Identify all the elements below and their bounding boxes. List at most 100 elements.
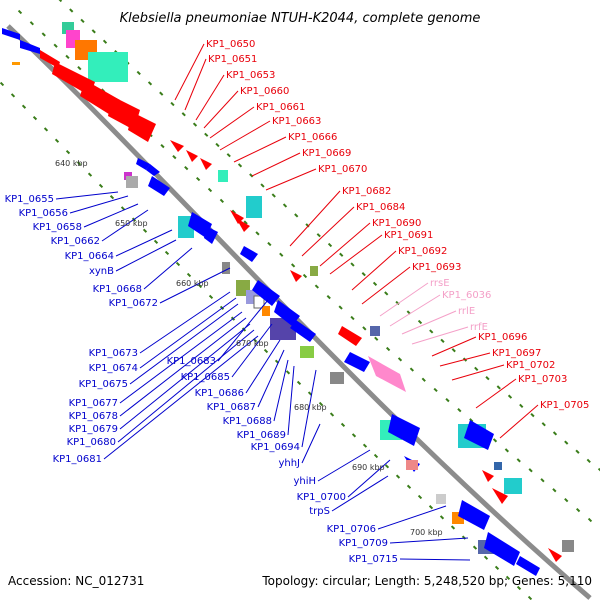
gene-label[interactable]: KP1_0664 bbox=[65, 251, 114, 262]
tick-mark bbox=[302, 273, 308, 279]
tick-mark bbox=[102, 39, 108, 44]
gene-label[interactable]: KP1_0697 bbox=[492, 348, 541, 359]
tick-mark bbox=[597, 467, 600, 473]
gene-label[interactable]: KP1_0660 bbox=[240, 86, 289, 97]
leader-line bbox=[117, 329, 255, 443]
gene-label[interactable]: KP1_0656 bbox=[19, 208, 68, 219]
gene-label[interactable]: KP1_0677 bbox=[69, 398, 118, 409]
gene-label[interactable]: KP1_0685 bbox=[181, 372, 230, 383]
tick-mark bbox=[564, 498, 569, 503]
gene-label[interactable]: KP1_0684 bbox=[356, 202, 405, 213]
gene-label[interactable]: KP1_0703 bbox=[518, 374, 567, 385]
gene-arrow bbox=[204, 226, 218, 244]
gene-arrow bbox=[290, 320, 316, 342]
gene-label[interactable]: KP1_0687 bbox=[207, 402, 256, 413]
gene-label[interactable]: trpS bbox=[309, 506, 330, 517]
gene-label[interactable]: KP1_6036 bbox=[442, 290, 491, 301]
gene-arrow bbox=[240, 246, 258, 262]
tick-mark bbox=[69, 8, 74, 13]
gene-label[interactable]: KP1_0679 bbox=[69, 424, 118, 435]
gene-arrow bbox=[458, 500, 490, 530]
gene-label[interactable]: KP1_0702 bbox=[506, 360, 555, 371]
kbp-tick-label: 700 kbp bbox=[410, 528, 443, 537]
tick-mark bbox=[160, 143, 165, 149]
tick-mark bbox=[184, 165, 189, 171]
leader-line bbox=[217, 299, 269, 362]
gene-label[interactable]: KP1_0690 bbox=[372, 218, 421, 229]
gene-label[interactable]: KP1_0651 bbox=[208, 54, 257, 65]
leader-line bbox=[83, 203, 139, 228]
gene-label[interactable]: rrlE bbox=[458, 306, 475, 317]
gene-label[interactable]: KP1_0658 bbox=[33, 222, 82, 233]
gene-label[interactable]: KP1_0681 bbox=[53, 454, 102, 465]
kbp-tick-label: 660 kbp bbox=[176, 279, 209, 288]
tick-mark bbox=[504, 448, 509, 453]
gene-label[interactable]: KP1_0672 bbox=[109, 298, 158, 309]
gene-label[interactable]: KP1_0706 bbox=[327, 524, 376, 535]
tick-mark bbox=[395, 300, 400, 306]
gene-label[interactable]: KP1_0691 bbox=[384, 230, 433, 241]
gene-label[interactable]: KP1_0682 bbox=[342, 186, 391, 197]
gene-arrow bbox=[200, 158, 212, 170]
gene-label[interactable]: KP1_0655 bbox=[5, 194, 54, 205]
gene-label[interactable]: KP1_0670 bbox=[318, 164, 367, 175]
gene-label[interactable]: KP1_0678 bbox=[69, 411, 118, 422]
gene-label[interactable]: KP1_0674 bbox=[89, 363, 138, 374]
gene-label[interactable]: KP1_0662 bbox=[51, 236, 100, 247]
gene-label[interactable]: KP1_0653 bbox=[226, 70, 275, 81]
gene-label[interactable]: KP1_0673 bbox=[89, 348, 138, 359]
gene-label[interactable]: KP1_0686 bbox=[195, 388, 244, 399]
gene-label[interactable]: KP1_0705 bbox=[540, 400, 589, 411]
tick-mark bbox=[291, 263, 296, 268]
gene-label[interactable]: KP1_0669 bbox=[302, 148, 351, 159]
tick-mark bbox=[54, 138, 60, 143]
tick-mark bbox=[243, 220, 248, 225]
gene-label[interactable]: KP1_0675 bbox=[79, 379, 128, 390]
tick-mark bbox=[327, 242, 333, 248]
tick-mark bbox=[318, 401, 324, 407]
tick-mark bbox=[552, 431, 558, 436]
gene-label[interactable]: rrfE bbox=[470, 322, 488, 333]
gene-label[interactable]: KP1_0680 bbox=[67, 437, 116, 448]
tick-mark bbox=[505, 575, 511, 581]
gene-label[interactable]: KP1_0692 bbox=[398, 246, 447, 257]
gene-label[interactable]: KP1_0661 bbox=[256, 102, 305, 113]
tick-mark bbox=[57, 0, 63, 3]
tick-mark bbox=[207, 187, 213, 193]
gene-label[interactable]: KP1_0683 bbox=[167, 356, 216, 367]
tick-mark bbox=[87, 172, 93, 177]
gene-label[interactable]: xynB bbox=[89, 266, 114, 277]
gene-label[interactable]: KP1_0715 bbox=[349, 554, 398, 565]
gene-label[interactable]: KP1_0693 bbox=[412, 262, 461, 273]
gene-label[interactable]: rrsE bbox=[430, 278, 450, 289]
gene-arrow bbox=[2, 28, 20, 40]
tick-mark bbox=[109, 195, 115, 200]
tick-mark bbox=[421, 377, 426, 382]
gene-label[interactable]: KP1_0666 bbox=[288, 132, 337, 143]
gene-arrow bbox=[230, 210, 244, 224]
leader-line bbox=[69, 195, 129, 214]
gene-label[interactable]: KP1_0650 bbox=[206, 39, 255, 50]
leader-line bbox=[431, 336, 477, 357]
gene-label[interactable]: KP1_0668 bbox=[93, 284, 142, 295]
gene-block bbox=[222, 262, 230, 274]
gene-arrow bbox=[186, 150, 198, 162]
gene-label[interactable]: KP1_0700 bbox=[297, 492, 346, 503]
gene-label[interactable]: KP1_0663 bbox=[272, 116, 321, 127]
tick-mark bbox=[53, 43, 58, 48]
tick-mark bbox=[65, 54, 70, 60]
tick-mark bbox=[29, 21, 34, 26]
gene-label[interactable]: KP1_0694 bbox=[251, 442, 300, 453]
gene-label[interactable]: KP1_0688 bbox=[223, 416, 272, 427]
leader-line bbox=[129, 303, 239, 385]
kbp-tick-label: 680 kbp bbox=[294, 403, 327, 412]
gene-label[interactable]: KP1_0696 bbox=[478, 332, 527, 343]
tick-mark bbox=[541, 422, 546, 427]
gene-label[interactable]: yhiH bbox=[293, 476, 316, 487]
gene-block bbox=[330, 372, 344, 384]
gene-label[interactable]: KP1_0709 bbox=[339, 538, 388, 549]
tick-mark bbox=[406, 484, 412, 489]
gene-label[interactable]: yhhJ bbox=[278, 458, 300, 469]
gene-label[interactable]: KP1_0689 bbox=[237, 430, 286, 441]
tick-mark bbox=[350, 262, 355, 267]
